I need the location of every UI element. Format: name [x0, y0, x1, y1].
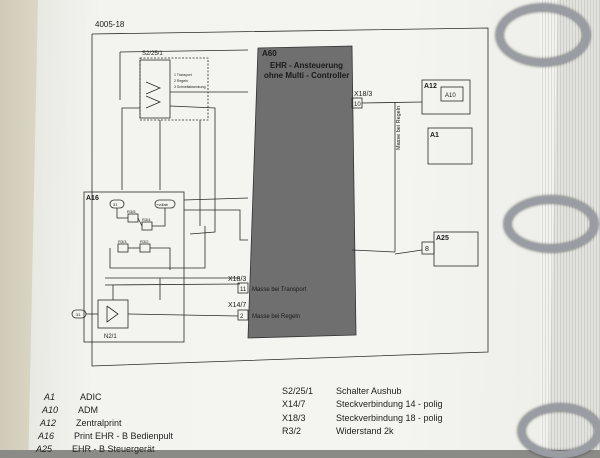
legend-code: A12: [40, 418, 57, 428]
legend-desc: ADM: [78, 405, 98, 415]
x18-top-pin: 10: [354, 102, 361, 108]
s2-id: S2/25/1: [142, 51, 163, 57]
a16-n31b: 31: [76, 312, 81, 317]
x18-top-label: X18/3: [354, 91, 372, 98]
page-number: 4005-18: [95, 20, 125, 29]
legend-desc: Steckverbindung 18 - polig: [336, 413, 443, 423]
a16-r35: R3/5: [127, 209, 136, 214]
a60-id: A60: [262, 49, 277, 58]
x18-mid-label: X18/3: [228, 276, 246, 283]
legend-desc: Steckverbindung 14 - polig: [336, 399, 443, 409]
s2-opt3: 3 Schnellabsenkung: [174, 85, 206, 89]
a16-r33: R3/3: [118, 239, 127, 244]
a16-id: A16: [86, 195, 99, 202]
x14-text: Masse bei Regeln: [252, 314, 300, 320]
legend-code: A16: [38, 431, 55, 441]
a25-id: A25: [436, 235, 449, 242]
legend-desc: Schalter Aushub: [336, 386, 402, 396]
legend-desc: EHR - B Steuergerät: [72, 444, 155, 454]
legend-left: A1 ADIC A10 ADM A12 Zentralprint A16 Pri…: [36, 392, 280, 454]
a12-id: A12: [424, 83, 437, 90]
legend-code: X18/3: [282, 413, 306, 423]
masse-vertical-label: Masse bei Regeln: [396, 106, 402, 150]
x14-label: X14/7: [228, 302, 246, 309]
a60-title-1: EHR - Ansteuerung: [270, 61, 343, 70]
a1-id: A1: [430, 132, 439, 139]
s2-opt1: 1 Transport: [174, 73, 192, 77]
a16-vdiab: +vdiab: [156, 202, 169, 207]
legend-code: R3/2: [282, 426, 302, 436]
legend-right: S2/25/1 Schalter Aushub X14/7 Steckverbi…: [282, 386, 522, 450]
legend-code: A1: [44, 392, 56, 402]
x18-mid-pin: 11: [240, 287, 247, 293]
a16-n21: N2/1: [104, 334, 117, 340]
binder-ring-middle: [504, 196, 598, 252]
s2-opt2: 2 Regeln: [174, 79, 188, 83]
a16-n31: 31: [113, 202, 118, 207]
legend-code: S2/25/1: [282, 386, 314, 396]
legend-desc: Widerstand 2k: [336, 426, 394, 436]
a16-r32: R3/2: [140, 239, 149, 244]
binder-ring-top: [496, 4, 590, 66]
legend-desc: ADIC: [80, 392, 102, 402]
legend-code: A10: [42, 405, 59, 415]
a25-pin: 8: [425, 246, 429, 253]
legend-code: A25: [36, 444, 53, 454]
x18-mid-text: Masse bei Transport: [252, 287, 307, 293]
legend-desc: Print EHR - B Bedienpult: [74, 431, 174, 441]
a16-r34: R3/4: [142, 217, 151, 222]
a10-id: A10: [445, 93, 456, 99]
a60-title-2: ohne Multi - Controller: [264, 71, 349, 80]
x14-pin: 2: [240, 314, 244, 320]
legend-desc: Zentralprint: [76, 418, 122, 428]
legend-code: X14/7: [282, 399, 306, 409]
